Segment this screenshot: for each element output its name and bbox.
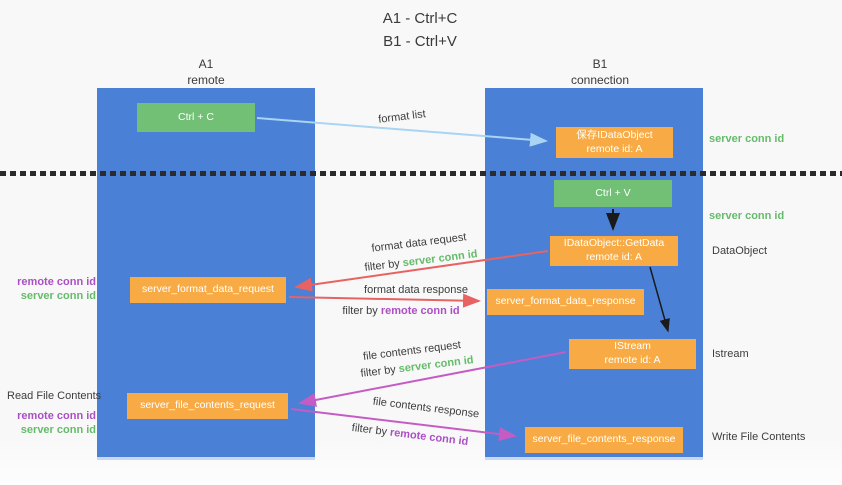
filter-by-text: filter by	[342, 305, 378, 317]
node-server-format-data-response: server_format_data_response	[487, 289, 644, 315]
diagram-title: A1 - Ctrl+C B1 - Ctrl+V	[290, 8, 550, 53]
lane-header-a1: A1 remote	[136, 57, 276, 88]
remote-conn-id-text: remote conn id	[389, 426, 469, 449]
node-save-idataobject-line1: 保存IDataObject	[576, 128, 653, 141]
node-format-response-label: server_format_data_response	[495, 295, 636, 308]
lane-a1-role: remote	[187, 72, 225, 87]
node-ctrl-c: Ctrl + C	[137, 103, 255, 132]
server-conn-id-label-top: server conn id	[709, 133, 785, 145]
node-istream: IStream remote id: A	[569, 339, 696, 369]
node-istream-line1: IStream	[614, 340, 651, 353]
filter-by-text: filter by	[351, 421, 388, 439]
node-ctrl-c-label: Ctrl + C	[178, 110, 214, 123]
filter-by-text: filter by	[363, 257, 401, 274]
format-list-text: format list	[377, 108, 427, 126]
node-file-request-label: server_file_contents_request	[140, 399, 275, 412]
left-conn-id-labels-format: remote conn id server conn id	[8, 276, 96, 304]
istream-label: Istream	[712, 348, 749, 360]
remote-conn-id-text: remote conn id	[380, 305, 460, 317]
title-line-2: B1 - Ctrl+V	[383, 32, 457, 50]
remote-conn-id-label: remote conn id	[17, 276, 96, 288]
edge-label-format-data-response: format data response	[364, 284, 468, 296]
node-file-response-label: server_file_contents_response	[532, 433, 676, 446]
node-server-file-contents-response: server_file_contents_response	[525, 427, 683, 453]
server-conn-id-text: server conn id	[402, 248, 479, 270]
filter-by-text: filter by	[359, 363, 397, 380]
node-idataobject-getdata: IDataObject::GetData remote id: A	[550, 236, 678, 266]
node-getdata-line2: remote id: A	[585, 251, 643, 263]
title-line-1: A1 - Ctrl+C	[382, 10, 458, 27]
format-data-response-text: format data response	[364, 284, 468, 296]
dataobject-label: DataObject	[712, 245, 768, 257]
edge-label-format-list: format list	[378, 108, 427, 126]
node-server-format-data-request: server_format_data_request	[130, 277, 286, 303]
write-file-contents-label: Write File Contents	[712, 431, 806, 443]
node-ctrl-v-label: Ctrl + V	[595, 186, 631, 199]
node-save-idataobject-line2: remote id: A	[586, 142, 643, 155]
read-file-contents-label: Read File Contents	[7, 390, 102, 402]
lane-a1-name: A1	[198, 57, 214, 71]
lane-header-b1: B1 connection	[530, 57, 670, 88]
lane-b1-name: B1	[592, 57, 608, 71]
node-istream-line2: remote id: A	[604, 354, 661, 366]
dashed-separator-line	[0, 171, 842, 176]
node-ctrl-v: Ctrl + V	[554, 180, 672, 207]
node-format-request-label: server_format_data_request	[142, 283, 274, 296]
arrow-format-data-response	[288, 293, 481, 308]
server-conn-id-label-mid: server conn id	[709, 210, 785, 222]
remote-conn-id-label: remote conn id	[17, 410, 96, 422]
node-getdata-line1: IDataObject::GetData	[563, 237, 665, 250]
node-save-idataobject: 保存IDataObject remote id: A	[556, 127, 673, 158]
edge-label-file-contents-response: file contents response	[372, 396, 480, 421]
left-conn-id-labels-file: remote conn id server conn id	[8, 410, 96, 438]
server-conn-id-label: server conn id	[20, 289, 96, 302]
file-contents-response-text: file contents response	[372, 395, 480, 421]
node-server-file-contents-request: server_file_contents_request	[127, 393, 288, 419]
server-conn-id-label: server conn id	[20, 423, 96, 436]
lane-b1-role: connection	[570, 72, 630, 87]
